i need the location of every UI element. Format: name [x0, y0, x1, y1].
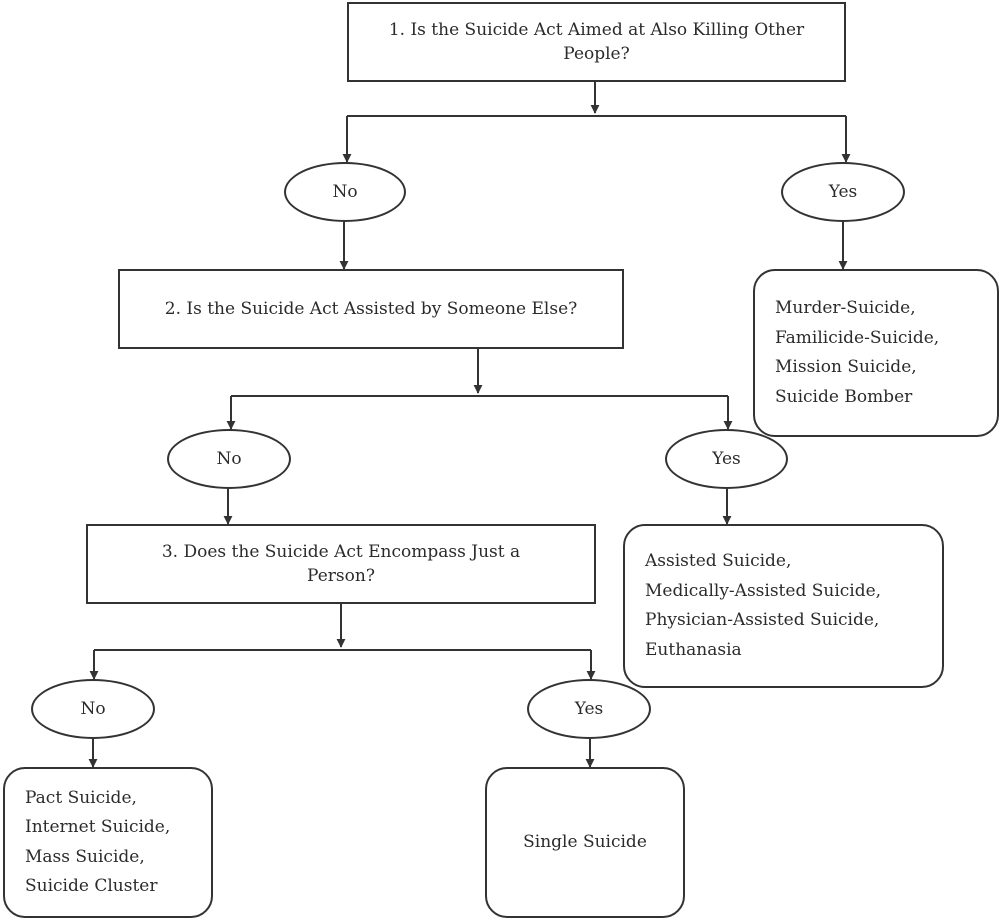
outcome-item: Physician-Assisted Suicide, [645, 610, 880, 630]
outcome-item: Assisted Suicide, [645, 551, 792, 571]
question-3-text: 3. Does the Suicide Act Encompass Just a… [161, 542, 521, 586]
q3-no-answer: No [31, 679, 155, 739]
question-1-box: 1. Is the Suicide Act Aimed at Also Kill… [347, 2, 846, 82]
q2-no-answer: No [167, 429, 291, 489]
outcome-item: Pact Suicide, [25, 787, 137, 808]
q1-no-answer: No [284, 162, 406, 222]
question-3-box: 3. Does the Suicide Act Encompass Just a… [86, 524, 596, 604]
outcome-item: Mass Suicide, [25, 846, 145, 867]
outcome-item: Single Suicide [523, 831, 647, 852]
q3-yes-answer: Yes [527, 679, 651, 739]
question-1-text: 1. Is the Suicide Act Aimed at Also Kill… [388, 20, 805, 64]
q3-yes-outcome-box: Single Suicide [485, 767, 685, 918]
outcome-item: Medically-Assisted Suicide, [645, 580, 882, 601]
q2-yes-outcome-box: Assisted Suicide, Medically-Assisted Sui… [623, 524, 944, 688]
q3-no-outcome-box: Pact Suicide, Internet Suicide, Mass Sui… [3, 767, 213, 918]
outcome-item: Familicide-Suicide, [775, 327, 940, 348]
question-2-box: 2. Is the Suicide Act Assisted by Someon… [118, 269, 624, 349]
q1-yes-answer: Yes [781, 162, 905, 222]
outcome-item: Mission Suicide, [775, 357, 917, 377]
question-2-text: 2. Is the Suicide Act Assisted by Someon… [164, 299, 578, 319]
outcome-item: Suicide Bomber [775, 386, 913, 407]
outcome-item: Euthanasia [645, 639, 742, 660]
q1-yes-outcome-box: Murder-Suicide, Familicide-Suicide, Miss… [753, 269, 999, 437]
outcome-item: Suicide Cluster [25, 876, 158, 896]
outcome-item: Internet Suicide, [25, 817, 171, 837]
q2-yes-answer: Yes [665, 429, 788, 489]
outcome-item: Murder-Suicide, [775, 298, 916, 318]
